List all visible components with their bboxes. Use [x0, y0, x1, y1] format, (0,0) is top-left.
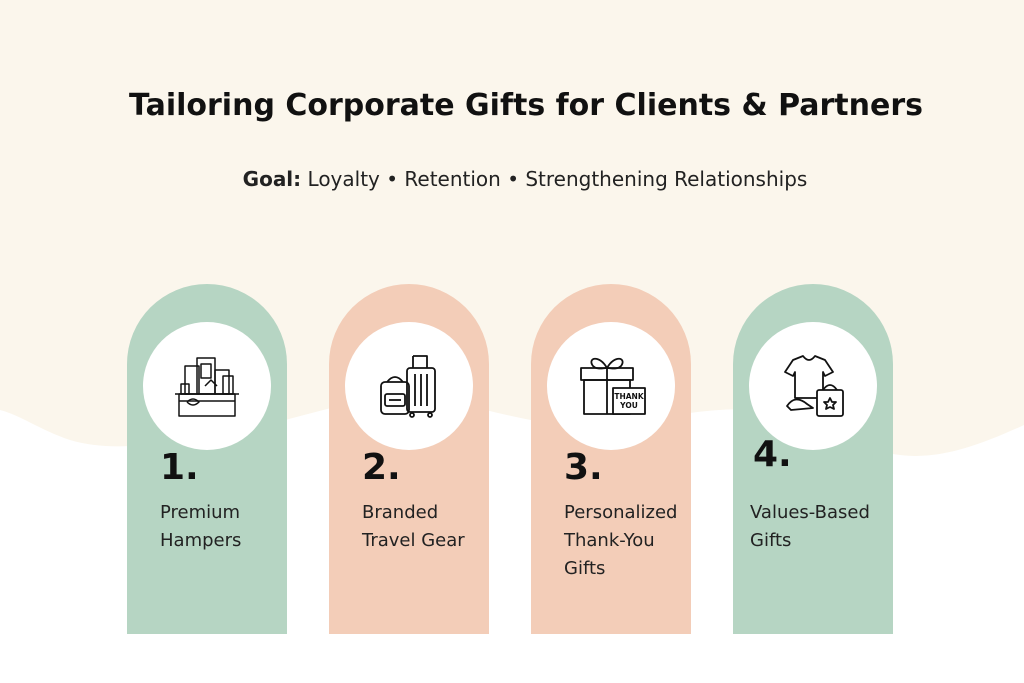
thank-you-card-line1: THANK	[614, 392, 644, 401]
thank-you-card-line2: YOU	[619, 401, 638, 410]
goal-label: Goal:	[242, 167, 302, 191]
card-values-based-gifts: 4. Values-Based Gifts	[733, 284, 893, 634]
card-personalized-thank-you-gifts: THANK YOU 3. Personalized Thank-You Gift…	[531, 284, 691, 634]
card-number: 3.	[564, 447, 603, 488]
icon-circle: THANK YOU	[547, 322, 675, 450]
card-label: Values-Based Gifts	[750, 502, 870, 551]
luggage-icon	[380, 355, 436, 418]
icon-circle	[143, 322, 271, 450]
page-subtitle: Goal: Loyalty • Retention • Strengthenin…	[0, 167, 1024, 191]
gift-basket-icon	[175, 357, 239, 417]
card-branded-travel-gear: 2. Branded Travel Gear	[329, 284, 489, 634]
gift-box-thank-you-icon: THANK YOU	[580, 357, 646, 415]
card-number: 1.	[160, 447, 199, 488]
card-label: Branded Travel Gear	[362, 502, 465, 551]
goal-text: Loyalty • Retention • Strengthening Rela…	[307, 167, 808, 191]
card-number: 4.	[753, 434, 792, 475]
icon-circle	[345, 322, 473, 450]
page-title: Tailoring Corporate Gifts for Clients & …	[128, 88, 923, 123]
card-number: 2.	[362, 447, 401, 488]
icon-circle	[749, 322, 877, 450]
shirt-cap-bag-icon	[784, 355, 844, 417]
card-premium-hampers: 1. Premium Hampers	[127, 284, 287, 634]
card-label: Personalized Thank-You Gifts	[564, 502, 678, 579]
card-label: Premium Hampers	[160, 502, 242, 551]
